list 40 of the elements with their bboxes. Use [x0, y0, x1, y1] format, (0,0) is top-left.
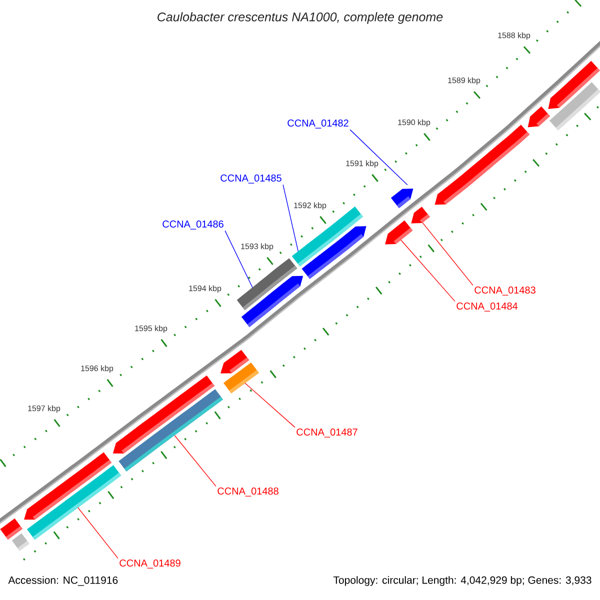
gene-label: CCNA_01482	[288, 120, 348, 128]
gene-block	[385, 220, 413, 244]
gene-block	[411, 206, 430, 224]
gene-bar	[118, 389, 223, 472]
gene-label: CCNA_01488	[218, 488, 278, 496]
title: Caulobacter crescentus NA1000, complete genome	[158, 12, 443, 24]
accession-text: Accession: NC_011916	[8, 576, 118, 586]
scale-tick: 1594 kbp	[189, 285, 222, 308]
gene-block	[434, 124, 530, 205]
scale-tick: 1589 kbp	[448, 77, 481, 99]
scale-tick: 1596 kbp	[81, 365, 114, 388]
leader-line	[174, 435, 216, 487]
scale-tick: 1591 kbp	[346, 160, 378, 182]
gene-label: CCNA_01489	[120, 560, 180, 568]
gene-block	[390, 188, 414, 208]
gene-bar	[12, 533, 30, 551]
genome-info-text: Topology: circular; Length: 4,042,929 bp; Genes: 3,933	[333, 576, 592, 586]
gene-bar	[223, 362, 259, 394]
scale-tick: 1592 kbp	[294, 202, 326, 224]
leader-line	[224, 230, 253, 288]
gene-bar	[26, 465, 122, 540]
scale-tick: 1595 kbp	[135, 325, 168, 348]
gene-label: CCNA_01487	[296, 428, 358, 438]
leader-line	[244, 382, 296, 428]
gene-block	[241, 276, 304, 328]
leader-line	[350, 129, 408, 186]
gene-label: CCNA_01485	[220, 174, 282, 184]
scale-tick: 1593 kbp	[241, 243, 274, 265]
gene-label: CCNA_01483	[474, 286, 536, 296]
leader-line	[422, 222, 474, 286]
gene-block	[302, 226, 366, 279]
gene-label: CCNA_01486	[162, 220, 224, 230]
scale-tick: 1597 kbp	[28, 405, 60, 428]
leader-line	[400, 240, 456, 302]
leader-line	[282, 184, 298, 252]
gene-block	[528, 106, 550, 128]
gene-label: CCNA_01484	[456, 302, 518, 312]
scale-tick: 1588 kbp	[498, 32, 531, 54]
gene-block	[548, 60, 600, 109]
scale-tick: 1590 kbp	[398, 119, 430, 141]
